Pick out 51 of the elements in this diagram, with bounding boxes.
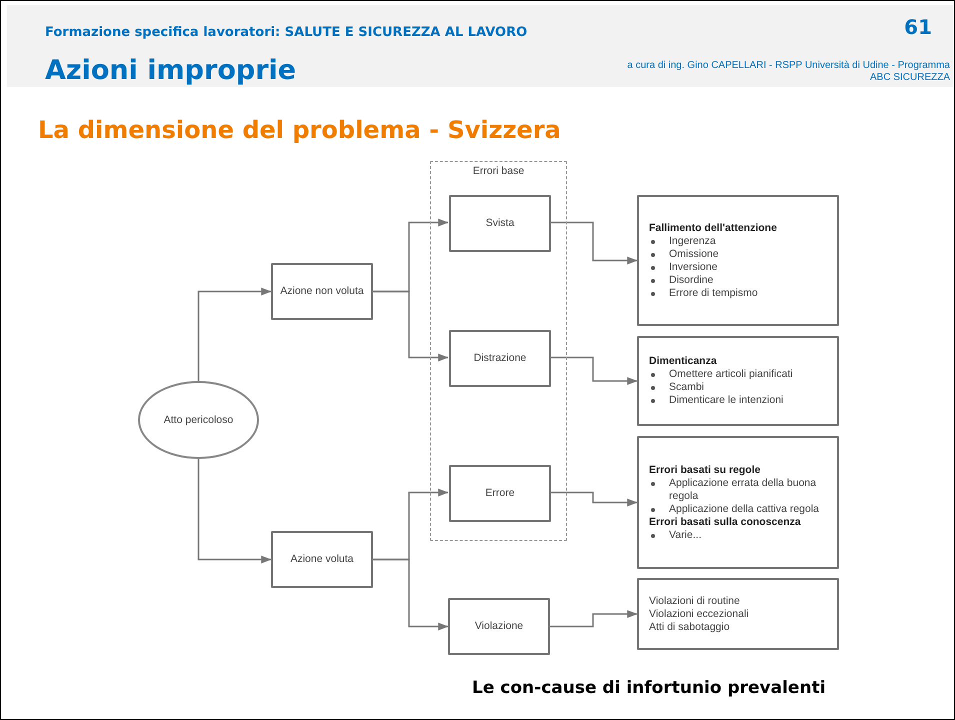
- group-label: Errori base: [472, 165, 524, 178]
- list-line: Violazioni di routine: [649, 594, 741, 608]
- list-item: Errore di tempismo: [669, 286, 759, 300]
- slide-title: La dimensione del problema - Svizzera: [38, 116, 561, 144]
- slide-topic: Azioni improprie: [45, 55, 296, 86]
- process-box: [449, 330, 551, 387]
- list-item: Varie...: [669, 528, 702, 542]
- node-label: Errore: [485, 487, 515, 500]
- arrow: [373, 558, 449, 630]
- arrow: [198, 459, 272, 564]
- list-heading: Errori basati sulla conoscenza: [649, 516, 802, 528]
- list-item: Disordine: [669, 274, 714, 286]
- list-item: Dimenticare le intenzioni: [669, 394, 784, 407]
- process-box: [271, 531, 373, 588]
- list-heading: Fallimento dell'attenzione: [649, 222, 778, 234]
- node-label: Azione voluta: [290, 553, 354, 566]
- process-box: [271, 263, 373, 320]
- author-credits: a cura di ing. Gino CAPELLARI - RSPP Università di Udine - Programma ABC SICUREZZA: [626, 60, 950, 84]
- arrow: [198, 288, 272, 381]
- description-box: [637, 578, 839, 650]
- list-item: Applicazione della cattiva regola: [669, 502, 820, 516]
- node-label: Distrazione: [474, 352, 526, 365]
- list-item: Inversione: [669, 260, 718, 274]
- node-label: Violazione: [474, 620, 524, 633]
- process-box: [448, 598, 550, 655]
- list-item: Scambi: [669, 381, 706, 394]
- arrow: [550, 222, 638, 264]
- list-heading: Errori basati su regole: [649, 464, 762, 476]
- process-box: [449, 465, 551, 522]
- list-item: Applicazione errata della buona regola: [669, 476, 818, 502]
- list-line: Atti di sabotaggio: [649, 620, 731, 634]
- list-item: Ingerenza: [669, 234, 717, 248]
- arrow: [550, 610, 638, 628]
- arrow: [550, 492, 638, 506]
- dashed-group-frame: [430, 161, 567, 541]
- page-number: 61: [904, 15, 932, 39]
- list-item: Omissione: [669, 248, 720, 260]
- list-heading: Dimenticanza: [649, 355, 718, 368]
- figure-caption: Le con-cause di infortunio prevalenti: [472, 678, 826, 698]
- arrow: [550, 356, 638, 385]
- process-box: [449, 195, 551, 252]
- description-box: [637, 336, 839, 426]
- description-box: [637, 195, 839, 326]
- node-label: Atto pericoloso: [164, 414, 234, 426]
- list-item: Omettere articoli pianificati: [669, 368, 794, 381]
- description-box: [637, 436, 839, 569]
- course-title: Formazione specifica lavoratori: SALUTE E SICUREZZA AL LAVORO: [45, 25, 528, 40]
- node-label: Azione non voluta: [280, 285, 364, 298]
- arrow: [373, 290, 449, 362]
- list-line: Violazioni eccezionali: [649, 608, 750, 620]
- node-label: Svista: [486, 217, 514, 230]
